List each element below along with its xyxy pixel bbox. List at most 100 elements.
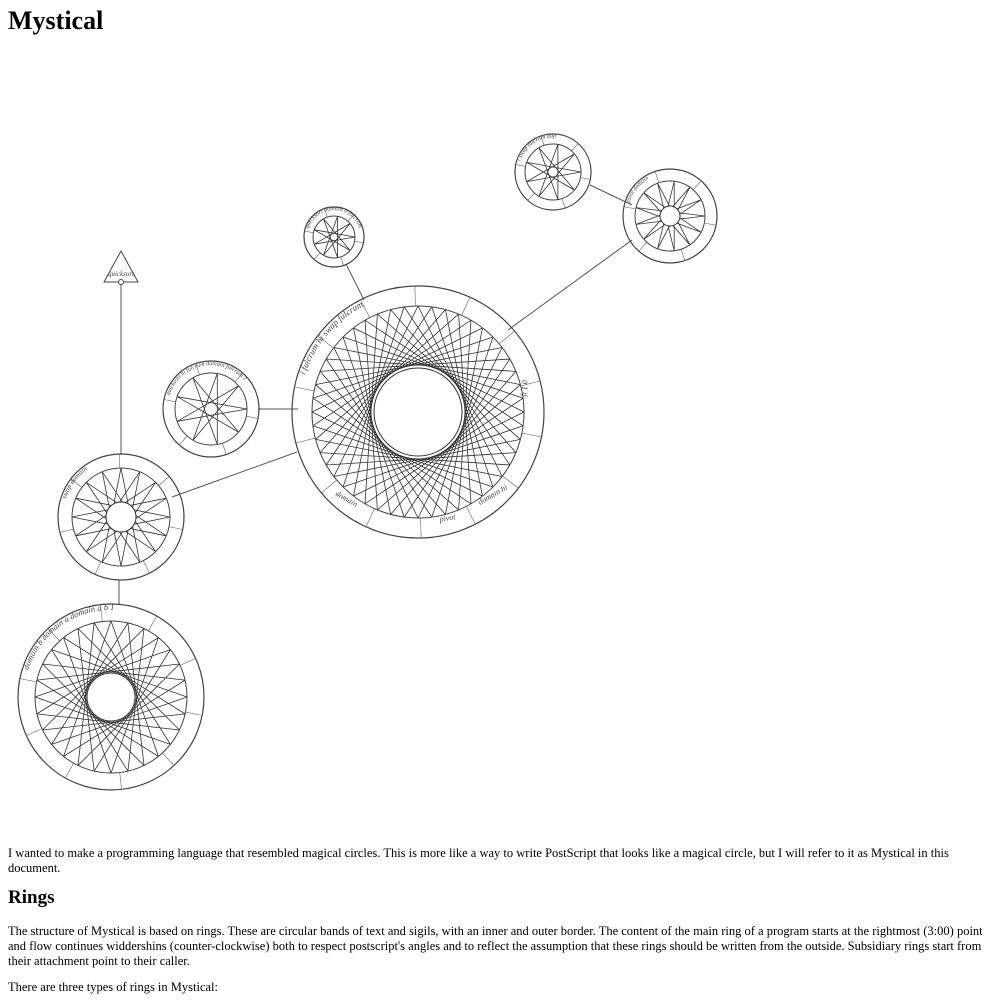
ring-bottom: domain b domain a domain a b 1 (17, 602, 205, 791)
ring-left-mid: swap domain (57, 453, 185, 581)
ring-band-separator (340, 256, 344, 266)
ring-band-separator (295, 437, 316, 444)
ring-label-left-mid: swap domain (60, 464, 89, 499)
ring-center-hole (373, 367, 463, 457)
ring-top: quicksort domain 0 fulcrum (303, 206, 365, 268)
ring-outer-border (514, 133, 592, 211)
ring-band-separator (521, 432, 542, 438)
ring-star-chords (314, 216, 356, 258)
ring-tr: pivot domain (622, 168, 718, 264)
ring-band-separator (158, 476, 170, 486)
triangle-node (118, 279, 124, 285)
ring-band-separator (246, 415, 259, 419)
page-title: Mystical (8, 6, 104, 35)
ring-band-separator (119, 772, 122, 790)
ring-tr-a: i swap fulcrum dup (514, 133, 592, 211)
ring-band-separator (143, 560, 150, 574)
ring-main: i fulcrum hi swap fulcrum (291, 285, 545, 539)
ring-band-separator (365, 508, 375, 527)
ring-band-separator (313, 252, 321, 260)
main-ring-label-main_right: 0 1 if (520, 380, 529, 398)
ring-band-separator (502, 475, 519, 489)
ring-star-chords (526, 144, 582, 200)
main-ring-label-main_pivot: pivot (438, 512, 457, 524)
ring-band-separator (354, 240, 364, 244)
ring-band-separator (47, 628, 60, 642)
ring-band-separator (704, 222, 717, 226)
ring-band-separator (515, 164, 526, 167)
ring-outer-border (57, 453, 185, 581)
ring-center-hole (86, 672, 136, 722)
ring-band-separator (185, 711, 203, 716)
ring-band-separator (195, 363, 200, 375)
magic-circle-figure: i fulcrum hi swap fulcrum quicksort domai… (0, 120, 1000, 810)
ring-band-separator (162, 752, 175, 766)
ring-band-separator (222, 443, 227, 455)
rings-group: i fulcrum hi swap fulcrum quicksort domai… (17, 133, 718, 791)
ring-band-separator (580, 177, 591, 180)
ring-band-separator (680, 249, 686, 261)
ring-band-separator (317, 335, 334, 349)
ring-band-separator (347, 214, 355, 222)
ring-band-separator (65, 763, 74, 779)
magic-circle-svg: i fulcrum hi swap fulcrum quicksort domai… (17, 133, 718, 791)
link-leftmid-main (171, 451, 298, 498)
ring-inner-border (524, 143, 582, 201)
ring-band-separator (360, 299, 370, 318)
ring-band-separator (59, 528, 74, 533)
ring-band-separator (520, 380, 541, 387)
ring-band-separator (571, 143, 579, 152)
ring-star-chords (34, 620, 188, 774)
ring-outer-border (291, 285, 545, 539)
ring-label-text: i swap fulcrum dup (516, 133, 556, 162)
ring-band-separator (19, 678, 37, 683)
ring-band-separator (540, 135, 545, 146)
ring-band-separator (304, 230, 314, 234)
ring-band-separator (234, 372, 244, 383)
ring-star-chords (177, 373, 248, 445)
ring-band-separator (94, 561, 102, 575)
ring-band-separator (561, 198, 566, 209)
ring-band-separator (692, 180, 702, 190)
ring-star-chords (311, 305, 525, 519)
ring-label-text: i fulcrum hi swap fulcrum (297, 299, 365, 376)
ring-label-text: quicksort hi fulcrum domain fulcrum 1 (166, 361, 248, 396)
ring-label-left-small: quicksort hi fulcrum domain fulcrum 1 (166, 361, 248, 396)
ring-band-separator (654, 171, 660, 183)
rings-heading: Rings (8, 887, 55, 908)
ring-band-separator (294, 386, 315, 392)
ring-outer-border (17, 603, 205, 791)
ring-band-separator (414, 285, 416, 307)
rings-types-intro: There are three types of rings in Mystic… (8, 980, 218, 994)
triangle-label: quicksort (108, 270, 135, 278)
link-main-tr (507, 239, 633, 331)
ring-outer-border (622, 168, 718, 264)
ring-inner-border (174, 372, 248, 446)
ring-label-main: i fulcrum hi swap fulcrum (297, 299, 365, 376)
ring-band-separator (163, 399, 176, 403)
ring-band-separator (100, 604, 103, 622)
rings-description: The structure of Mystical is based on ri… (8, 924, 983, 968)
ring-left-small: quicksort hi fulcrum domain fulcrum 1 (162, 360, 260, 458)
ring-label-text: swap domain (60, 464, 89, 499)
ring-band-separator (499, 330, 515, 345)
intro-paragraph: I wanted to make a programming language … (8, 846, 949, 875)
ring-inner-border (312, 215, 356, 259)
ring-band-separator (461, 297, 471, 316)
ring-band-separator (420, 517, 422, 539)
ring-band-separator (324, 208, 328, 218)
ring-band-separator (466, 506, 476, 525)
ring-outer-border (303, 206, 365, 268)
ring-band-separator (178, 435, 188, 446)
ring-band-separator (527, 192, 535, 201)
ring-band-separator (168, 526, 183, 530)
triangle-ring: quicksort (103, 249, 139, 285)
ring-label-tr-a: i swap fulcrum dup (516, 133, 556, 162)
link-top-main (345, 263, 365, 301)
connection-lines (118, 184, 633, 605)
ring-band-separator (321, 479, 337, 494)
ring-band-separator (179, 658, 196, 666)
ring-band-separator (70, 478, 83, 488)
ring-band-separator (26, 728, 43, 736)
